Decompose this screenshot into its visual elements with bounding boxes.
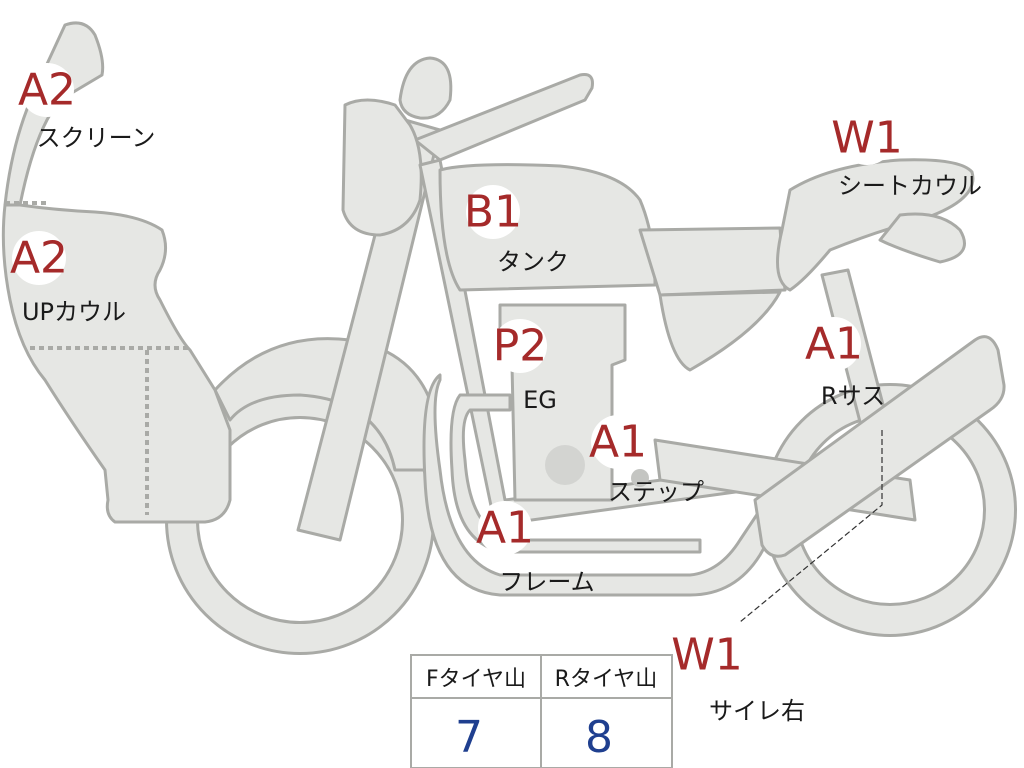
badge-upper-cowl: A2 UPカウル [10,231,126,326]
badge-screen: A2 スクリーン [18,63,155,152]
muffler-right-code: W1 [671,630,743,681]
rear-tire-value: 8 [585,712,613,763]
badge-seat-cowl: W1 シートカウル [831,111,982,200]
muffler-leader-line [739,430,883,623]
badge-rear-suspension: A1 Rサス [805,317,885,410]
seat-cowl-code: W1 [831,113,903,164]
screen-code: A2 [18,65,76,116]
screen-label: スクリーン [37,124,156,152]
tire-tread-table: Fタイヤ山 Rタイヤ山 7 8 [410,654,673,768]
rear-suspension-code: A1 [805,319,863,370]
upper-cowl-code: A2 [10,233,68,284]
badge-frame: A1 フレーム [476,501,595,596]
footpeg-left [631,469,649,487]
muffler-shape [753,335,1006,558]
handlebar [413,73,594,162]
badge-step: A1 ステップ [589,415,704,506]
upper-cowl-label: UPカウル [22,298,126,326]
rear-suspension-label: Rサス [821,382,885,410]
mirror [398,56,453,120]
frame-lower [422,373,782,597]
frame-code: A1 [476,503,534,554]
rear-tire-header: Rタイヤ山 [555,667,658,692]
front-tire-header: Fタイヤ山 [426,667,526,692]
seat-shape [638,226,787,297]
seat-cowl-label: シートカウル [838,172,982,200]
tank-label: タンク [497,248,569,276]
front-tire-value: 7 [455,712,483,763]
engine-label: EG [523,386,557,414]
badge-muffler-right: W1 サイレ右 [671,628,805,725]
upper-cowl-shape [1,203,232,524]
frame-label: フレーム [499,568,594,596]
badge-engine: P2 EG [493,319,557,414]
muffler-right-label: サイレ右 [709,697,805,725]
headlight [341,98,423,237]
engine-cover [545,445,585,485]
step-code: A1 [589,417,647,468]
tank-code: B1 [464,187,522,238]
step-label: ステップ [608,478,704,506]
badge-tank: B1 タンク [464,185,569,276]
seat-lower [658,290,782,372]
engine-code: P2 [493,321,548,372]
frame-down-tube [449,393,702,554]
rear-fender [878,212,966,264]
